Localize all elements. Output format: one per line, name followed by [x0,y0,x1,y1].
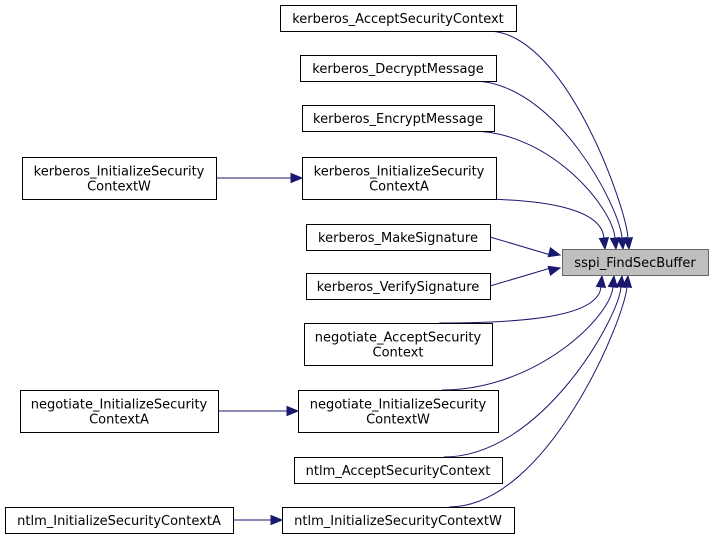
edge-line [441,285,614,391]
arrowhead [607,274,619,288]
node-box [306,273,491,300]
node-label-line: ContextA [369,180,429,195]
caller-node-n1[interactable]: kerberos_AcceptSecurityContext [280,5,517,32]
edge-n3-to-target [470,130,621,251]
arrowhead [595,274,607,288]
node-label-line: negotiate_AcceptSecurity [315,331,482,346]
node-box [298,390,499,433]
node-label-line: kerberos_VerifySignature [317,280,480,295]
node-label-line: kerberos_InitializeSecurity [34,165,205,180]
edge-n5-to-target [489,236,562,258]
node-label-line: kerberos_InitializeSecurity [314,165,485,180]
caller-node-n3[interactable]: kerberos_EncryptMessage [302,105,495,132]
node-box [280,5,517,32]
arrowhead [286,405,300,417]
node-label-line: ntlm_InitializeSecurityContextW [294,514,502,529]
node-label-line: ContextW [366,413,430,428]
edge-n8a-to-n8 [218,405,300,417]
node-label-line: kerberos_MakeSignature [318,231,478,246]
node-box [302,157,497,200]
caller-node-n4w[interactable]: kerberos_InitializeSecurityContextW [22,157,217,200]
node-box [302,105,495,132]
node-label-line: ContextW [87,180,151,195]
node-box [562,249,709,276]
edge-line [472,80,623,240]
edge-n6-to-target [489,265,562,287]
edge-line [443,285,622,458]
edge-line [472,198,605,240]
node-label-line: kerberos_AcceptSecurityContext [292,12,504,27]
node-label-line: Context [373,346,424,361]
node-box [300,55,497,82]
edge-n10a-to-n10 [233,514,284,526]
caller-node-n10[interactable]: ntlm_InitializeSecurityContextW [282,507,515,534]
arrowhead [616,237,628,251]
node-box [20,390,219,433]
node-box [22,157,217,200]
node-box [5,507,234,534]
caller-node-n7[interactable]: negotiate_AcceptSecurityContext [304,323,493,366]
edge-line [470,130,616,240]
caller-node-n4[interactable]: kerberos_InitializeSecurityContextA [302,157,497,200]
node-box [304,323,493,366]
edge-n4-to-target [472,198,610,251]
caller-node-n9[interactable]: ntlm_AcceptSecurityContext [294,457,503,484]
nodes-layer: kerberos_AcceptSecurityContext kerberos_D… [5,5,709,534]
edge-n4w-to-n4 [216,172,304,184]
edges-layer [216,30,634,526]
caller-node-n5[interactable]: kerberos_MakeSignature [306,224,491,251]
edge-line [449,285,628,508]
edge-line [439,285,602,324]
node-label-line: ntlm_AcceptSecurityContext [306,464,491,479]
caller-node-n2[interactable]: kerberos_DecryptMessage [300,55,497,82]
edge-line [489,268,550,287]
arrowhead [598,237,610,251]
edge-n8-to-target [441,274,619,391]
edge-n10-to-target [449,274,633,508]
arrowhead [621,274,633,288]
arrowhead [609,237,621,251]
node-label-line: kerberos_EncryptMessage [313,112,483,127]
target-node-sspi-findsecbuffer[interactable]: sspi_FindSecBuffer [562,249,709,276]
edge-line [489,236,550,255]
node-label-line: sspi_FindSecBuffer [574,256,696,271]
node-label-line: ntlm_InitializeSecurityContextA [17,514,221,529]
caller-node-n10a[interactable]: ntlm_InitializeSecurityContextA [5,507,234,534]
node-label-line: kerberos_DecryptMessage [312,62,483,77]
caller-node-n6[interactable]: kerberos_VerifySignature [306,273,491,300]
node-label-line: ContextA [89,413,149,428]
node-box [306,224,491,251]
edge-n1-to-target [487,30,634,251]
edge-line [487,30,629,240]
caller-node-n8[interactable]: negotiate_InitializeSecurityContextW [298,390,499,433]
node-box [294,457,503,484]
edge-n7-to-target [439,274,607,324]
node-box [282,507,515,534]
arrowhead [290,172,304,184]
node-label-line: negotiate_InitializeSecurity [31,398,208,413]
caller-node-n8a[interactable]: negotiate_InitializeSecurityContextA [20,390,219,433]
arrowhead [547,247,562,258]
edge-n2-to-target [472,80,628,251]
arrowhead [547,265,562,276]
arrowhead [270,514,284,526]
node-label-line: negotiate_InitializeSecurity [310,398,487,413]
